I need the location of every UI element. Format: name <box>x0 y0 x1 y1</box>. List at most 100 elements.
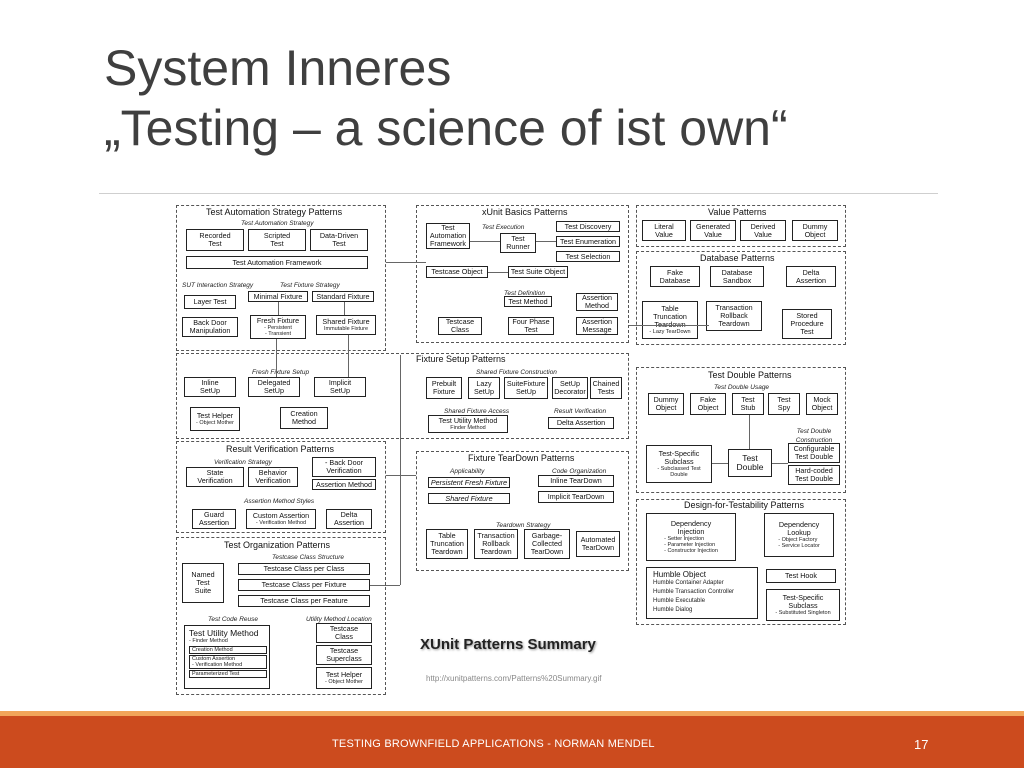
label-testcase-class-structure: Testcase Class Structure <box>272 554 345 561</box>
test-hook: Test Hook <box>766 569 836 583</box>
implicit-setup: Implicit SetUp <box>314 377 366 397</box>
fresh-fixture-label: Fresh Fixture <box>256 316 300 325</box>
test-specific-subclass-dft-variant: - Substituted Singleton <box>775 610 831 616</box>
fresh-fixture: Fresh Fixture - Persistent - Transient <box>250 315 306 339</box>
label-test-automation-strategy-patterns: Test Automation Strategy Patterns <box>206 207 343 217</box>
humble-object-label: Humble Object <box>653 570 706 579</box>
connector-line <box>278 302 279 315</box>
test-utility-method-org-variant: - Finder Method <box>189 638 228 644</box>
label-test-code-reuse: Test Code Reuse <box>208 616 258 623</box>
dummy-object-value: Dummy Object <box>792 220 838 241</box>
label-test-execution: Test Execution <box>482 224 525 231</box>
label-xunit-basics-patterns: xUnit Basics Patterns <box>482 207 568 217</box>
assertion-method: Assertion Method <box>576 293 618 311</box>
dependency-lookup: Dependency Lookup - Object Factory - Ser… <box>764 513 834 557</box>
testcase-superclass: Testcase Superclass <box>316 645 372 665</box>
connector-line <box>344 302 345 315</box>
implicit-teardown: Implicit TearDown <box>538 491 614 503</box>
connector-line <box>400 355 401 585</box>
test-specific-subclass-td: Test-Specific Subclass - Subclassed Test… <box>646 445 712 483</box>
label-design-for-testability-patterns: Design-for-Testability Patterns <box>684 500 805 510</box>
xunit-patterns-diagram: Test Automation Strategy Patterns Test A… <box>176 205 850 697</box>
humble-object-variants: Humble Container Adapter Humble Transact… <box>653 580 735 613</box>
diagram-caption: XUnit Patterns Summary <box>420 636 596 653</box>
generated-value: Generated Value <box>690 220 736 241</box>
delegated-setup: Delegated SetUp <box>248 377 300 397</box>
region-fixture-teardown <box>416 451 629 571</box>
fake-object: Fake Object <box>690 393 726 415</box>
connector-line <box>488 272 508 273</box>
region-test-organization <box>176 537 386 695</box>
test-specific-subclass-dft-label: Test-Specific Subclass <box>782 593 824 610</box>
guard-assertion: Guard Assertion <box>192 509 236 529</box>
connector-line <box>386 475 416 476</box>
named-test-suite: Named Test Suite <box>182 563 224 603</box>
test-helper-variant: - Object Mother <box>196 420 234 426</box>
stored-procedure-test: Stored Procedure Test <box>782 309 832 339</box>
region-value-patterns <box>636 205 846 247</box>
test-specific-subclass-variant: - Subclassed Test Double <box>657 466 701 478</box>
footer-text: TESTING BROWNFIELD APPLICATIONS - NORMAN… <box>332 738 655 750</box>
slide-title-line-2: „Testing – a science of ist own“ <box>104 100 788 156</box>
four-phase-test: Four Phase Test <box>508 317 554 335</box>
fake-database: Fake Database <box>650 266 700 287</box>
footer-bar <box>0 716 1024 768</box>
test-automation-framework: Test Automation Framework <box>186 256 368 269</box>
creation-method: Creation Method <box>280 407 328 429</box>
dependency-lookup-label: Dependency Lookup <box>778 520 820 537</box>
table-truncation-label: Table Truncation Teardown <box>653 304 687 329</box>
label-test-double-patterns: Test Double Patterns <box>708 370 792 380</box>
connector-line <box>276 339 277 377</box>
region-result-verification <box>176 441 386 533</box>
parameterized-test: Parameterized Test <box>189 670 267 678</box>
region-database-patterns <box>636 251 846 345</box>
label-test-double-usage: Test Double Usage <box>714 384 770 391</box>
connector-line <box>772 463 788 464</box>
label-sut-interaction-strategy: SUT Interaction Strategy <box>182 282 254 289</box>
testcase-class: Testcase Class <box>438 317 482 335</box>
connector-line <box>348 335 349 377</box>
configurable-test-double: Configurable Test Double <box>788 443 840 463</box>
test-method: Test Method <box>504 296 552 307</box>
title-divider <box>99 193 938 194</box>
assertion-message: Assertion Message <box>576 317 618 335</box>
connector-line <box>536 241 556 242</box>
page-number: 17 <box>914 737 929 752</box>
dummy-object: Dummy Object <box>648 393 684 415</box>
testcase-class-org: Testcase Class <box>316 623 372 643</box>
label-result-verification: Result Verification <box>554 408 607 415</box>
recorded-test: Recorded Test <box>186 229 244 251</box>
footer-accent-bar <box>0 711 1024 716</box>
delta-assertion-setup: Delta Assertion <box>548 417 614 429</box>
label-test-fixture-strategy: Test Fixture Strategy <box>280 282 340 289</box>
label-applicability: Applicability <box>450 468 485 475</box>
test-suite-object: Test Suite Object <box>508 266 568 278</box>
label-fixture-setup-patterns: Fixture Setup Patterns <box>416 354 506 364</box>
test-utility-method-label: Test Utility Method <box>438 416 498 425</box>
test-helper-org-label: Test Helper <box>325 670 363 679</box>
test-spy: Test Spy <box>768 393 800 415</box>
connector-line <box>370 585 400 586</box>
test-helper-label: Test Helper <box>196 411 234 420</box>
test-helper-org: Test Helper - Object Mother <box>316 667 372 689</box>
test-helper-org-variant: - Object Mother <box>325 679 363 685</box>
custom-assertion-org: Custom Assertion - Verification Method <box>189 655 267 669</box>
suite-fixture-setup: SuiteFixture SetUp <box>504 377 548 399</box>
test-utility-method-variant: Finder Method <box>450 425 486 431</box>
inline-teardown: Inline TearDown <box>538 475 614 487</box>
test-discovery: Test Discovery <box>556 221 620 232</box>
custom-assertion-variant: - Verification Method <box>255 520 307 526</box>
label-database-patterns: Database Patterns <box>700 253 775 263</box>
test-specific-subclass-label: Test-Specific Subclass <box>658 449 700 466</box>
test-helper-setup: Test Helper - Object Mother <box>190 407 240 431</box>
data-driven-test: Data-Driven Test <box>310 229 368 251</box>
label-test-automation-strategy: Test Automation Strategy <box>241 220 314 227</box>
hard-coded-test-double: Hard-coded Test Double <box>788 465 840 485</box>
connector-line <box>386 262 426 263</box>
testcase-class-per-fixture: Testcase Class per Fixture <box>238 579 370 591</box>
standard-fixture: Standard Fixture <box>312 291 374 302</box>
delta-assertion-rv: Delta Assertion <box>326 509 372 529</box>
back-door-verification: - Back Door Verification <box>312 457 376 477</box>
region-test-automation-strategy <box>176 205 386 351</box>
behavior-verification: Behavior Verification <box>248 467 298 487</box>
